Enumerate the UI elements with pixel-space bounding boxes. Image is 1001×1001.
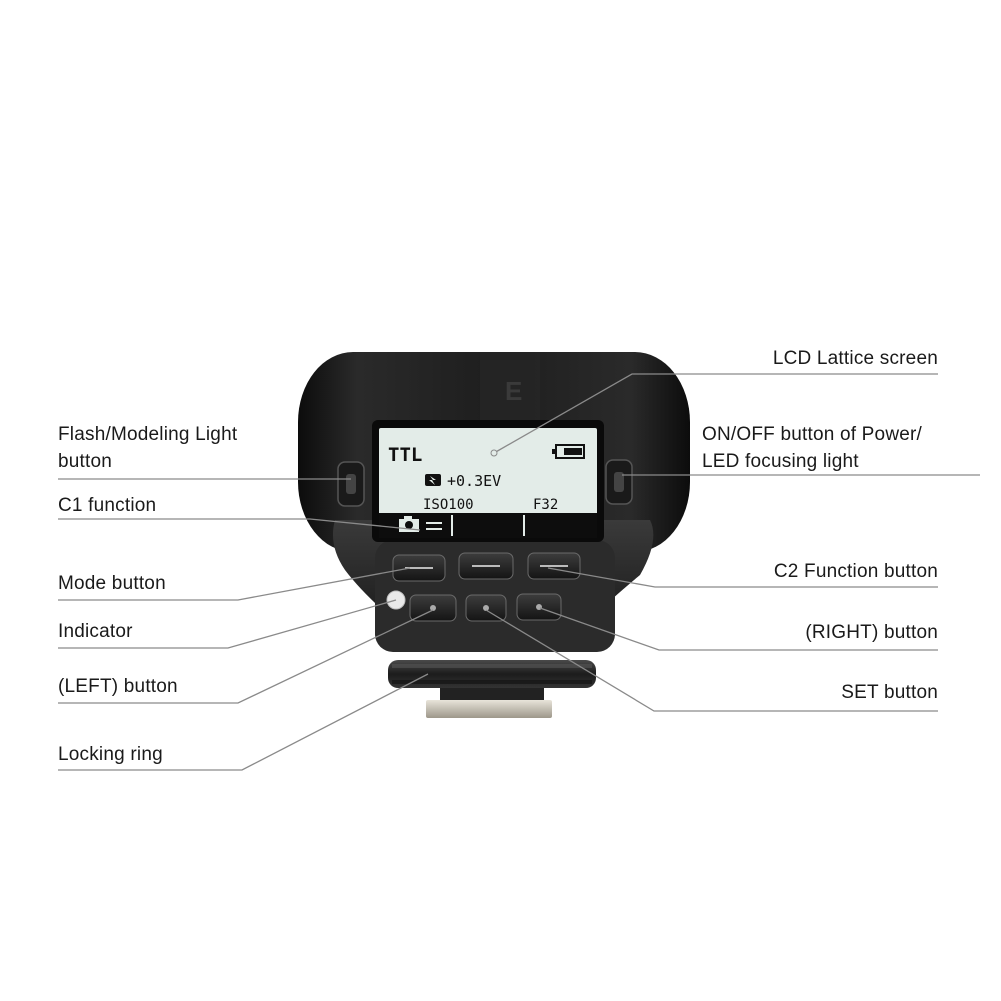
label-lcd-screen: LCD Lattice screen <box>772 348 938 369</box>
power-button[interactable] <box>605 459 633 505</box>
lcd-exposure-comp-text: +0.3EV <box>447 472 502 490</box>
sync-arrows-icon <box>426 522 442 530</box>
label-left-button: (LEFT) button <box>58 676 178 697</box>
label-flash-modeling-line1: Flash/Modeling Light <box>58 424 238 445</box>
label-mode-button: Mode button <box>58 573 166 594</box>
hot-shoe-foot <box>426 688 552 718</box>
lcd-iso-text: ISO100 <box>423 497 474 513</box>
lcd-aperture-text: F32 <box>533 497 559 513</box>
label-flash-modeling-line2: button <box>58 451 113 472</box>
label-locking-ring: Locking ring <box>58 744 163 765</box>
label-set-button: SET button <box>841 682 938 703</box>
flash-compensation-icon <box>425 474 441 486</box>
label-c1-function: C1 function <box>58 495 157 516</box>
label-c2-function: C2 Function button <box>773 561 938 582</box>
locking-ring[interactable] <box>388 660 596 688</box>
flash-modeling-button[interactable] <box>337 461 365 507</box>
leader-lines <box>58 373 980 771</box>
lcd-screen <box>379 428 597 538</box>
lcd-mode-text: TTL <box>388 444 423 466</box>
svg-text:E: E <box>505 376 522 406</box>
label-power-line2: LED focusing light <box>702 451 859 472</box>
battery-icon <box>552 444 585 459</box>
label-indicator: Indicator <box>58 621 133 642</box>
label-power-line1: ON/OFF button of Power/ <box>702 424 923 445</box>
label-right-button: (RIGHT) button <box>805 622 938 643</box>
